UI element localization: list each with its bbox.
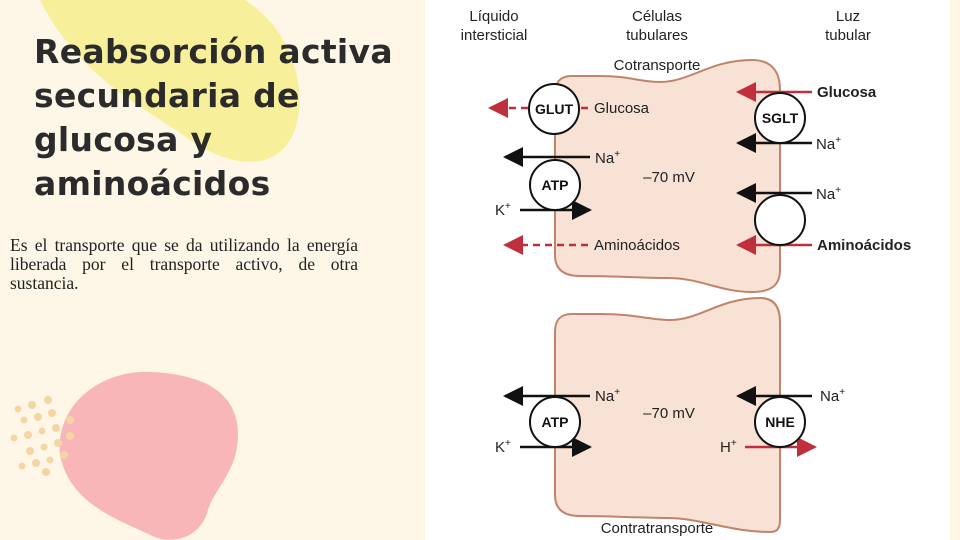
slide-title: Reabsorción activa secundaria de glucosa… [34, 32, 393, 203]
glucose-in-label: Glucosa [817, 84, 877, 101]
glut-transporter [528, 83, 580, 135]
diagram-svg: Líquido intersticial Células tubulares L… [461, 8, 912, 537]
cotransport-heading: Cotransporte [614, 57, 701, 74]
atp-label-bottom: ATP [542, 414, 569, 430]
header-cells-line1: Células [632, 8, 682, 25]
slide-body-text: Es el transporte que se da utilizando la… [10, 235, 358, 293]
na-label-nhe: Na+ [820, 387, 845, 405]
nhe-label: NHE [765, 414, 795, 430]
aa-cotransporter [754, 194, 806, 246]
k-label-bottom: K+ [495, 438, 511, 456]
header-lumen-line1: Luz [836, 8, 860, 25]
aa-out-label: Aminoácidos [594, 237, 680, 254]
atp-pump-bottom [529, 396, 581, 448]
k-label-top: K+ [495, 201, 511, 219]
header-interstitial-line1: Líquido [469, 8, 518, 25]
atp-label-top: ATP [542, 177, 569, 193]
glucose-out-label: Glucosa [594, 100, 650, 117]
aa-in-label: Aminoácidos [817, 237, 911, 254]
header-interstitial-line2: intersticial [461, 27, 528, 44]
top-membrane-potential: –70 mV [643, 169, 695, 186]
transport-diagram: Líquido intersticial Células tubulares L… [425, 0, 950, 540]
pink-blob [59, 371, 239, 540]
nhe-exchanger [754, 396, 806, 448]
decorative-background [10, 0, 300, 540]
yellow-blob [40, 0, 300, 162]
top-cell-shape [554, 58, 781, 294]
header-lumen-line2: tubular [825, 27, 871, 44]
sglt-label: SGLT [762, 110, 799, 126]
na-label-aa: Na+ [816, 185, 841, 203]
bottom-cell-shape [554, 296, 781, 534]
header-cells-line2: tubulares [626, 27, 688, 44]
na-label-atp-bottom: Na+ [595, 387, 620, 405]
sglt-transporter [754, 92, 806, 144]
h-label: H+ [720, 438, 737, 456]
na-label-atp-top: Na+ [595, 149, 620, 167]
na-label-sglt: Na+ [816, 135, 841, 153]
bottom-membrane-potential: –70 mV [643, 405, 695, 422]
countertransport-heading: Contratransporte [601, 520, 714, 537]
dot-pattern [10, 396, 74, 476]
atp-pump-top [529, 159, 581, 211]
glut-label: GLUT [535, 101, 574, 117]
